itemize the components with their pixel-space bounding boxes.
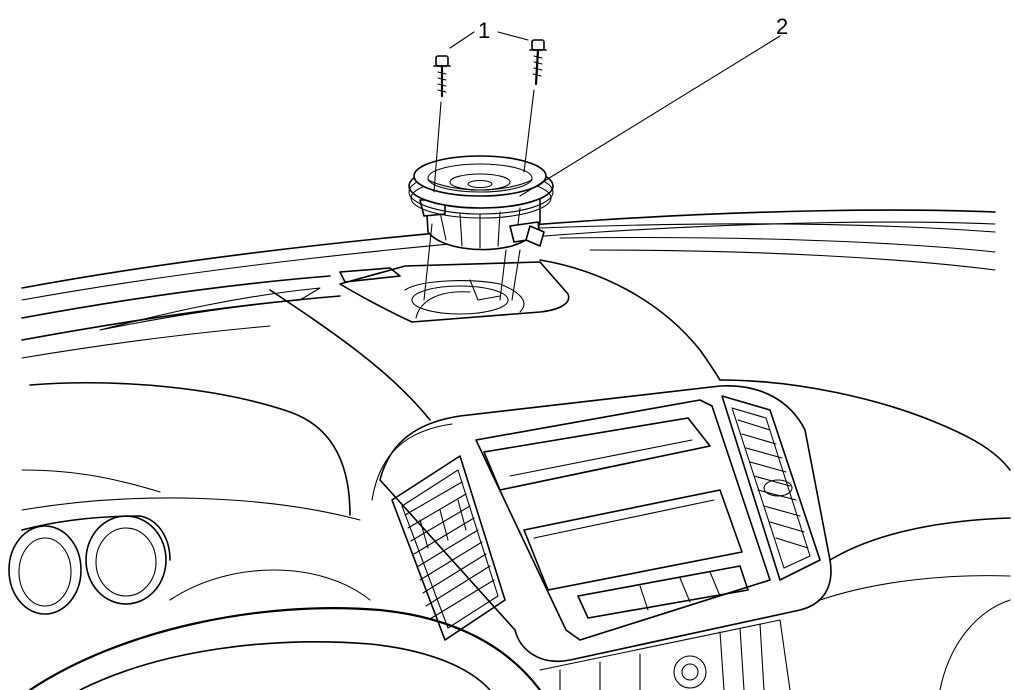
windshield-edge-lines [21, 209, 996, 301]
dash-top-left [21, 267, 401, 359]
left-center-air-vent [391, 455, 506, 641]
callout-1-label: 1 [478, 18, 490, 43]
dash-cover [21, 259, 1011, 690]
screw-alignment-lines [423, 89, 535, 301]
right-center-air-vent [721, 395, 821, 581]
lower-controls [539, 619, 791, 690]
center-display [475, 399, 771, 641]
speaker-screw-left [433, 55, 451, 98]
vent-louvers-left [404, 481, 495, 620]
steering-wheel [28, 607, 542, 690]
center-stack-bezel [371, 385, 832, 663]
speaker-screw-right [529, 39, 547, 86]
instrument-panel-speaker [408, 155, 554, 251]
callout-leaders [449, 31, 781, 197]
instrument-cluster [8, 515, 371, 615]
speaker-opening [339, 261, 570, 323]
vent-louvers-right [737, 419, 809, 549]
callout-2-label: 2 [776, 14, 788, 39]
